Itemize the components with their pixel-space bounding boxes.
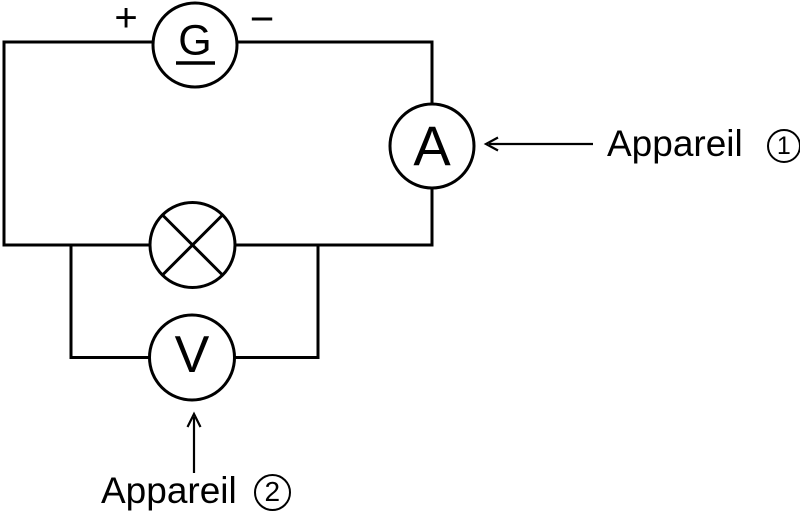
appareil-1-number: 1 [776,131,791,160]
voltmeter-symbol [148,313,236,402]
ammeter-symbol [388,102,476,190]
polarity-plus-label: + [114,0,138,40]
appareil-2-number: 2 [264,476,281,507]
generator-label: G [178,16,212,65]
annotation-appareil-2: Appareil 2 [101,470,291,511]
annotation-appareil-1: Appareil 1 [607,123,800,164]
left-arrow-icon [483,136,593,152]
ammeter-label: A [413,114,451,177]
circled-number-2: 2 [253,473,291,511]
appareil-1-text: Appareil [607,123,743,164]
generator-symbol [151,1,239,89]
appareil-2-text: Appareil [101,470,237,511]
up-arrow-icon [186,411,202,473]
circled-number-1: 1 [766,129,800,163]
polarity-minus-label: − [249,0,275,42]
voltmeter-label: V [174,326,210,384]
lamp-cross-icon [161,213,224,277]
